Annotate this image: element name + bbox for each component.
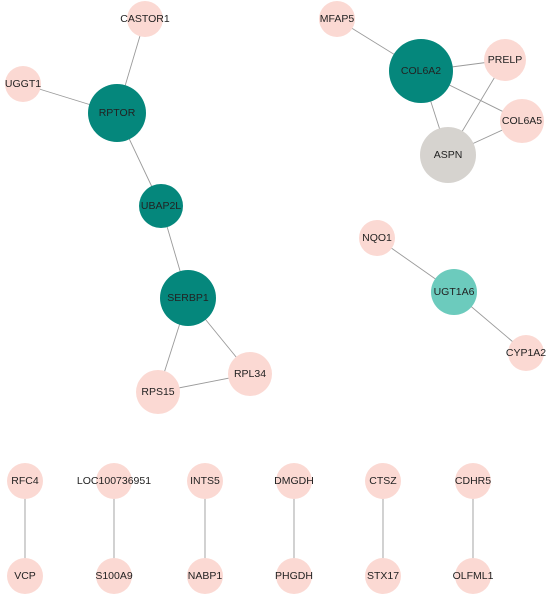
node-label-ubap2l: UBAP2L <box>141 200 181 212</box>
node-prelp[interactable]: PRELP <box>484 39 526 81</box>
node-label-nqo1: NQO1 <box>362 232 392 244</box>
node-rps15[interactable]: RPS15 <box>136 370 180 414</box>
node-rpl34[interactable]: RPL34 <box>228 352 272 396</box>
node-label-rfc4: RFC4 <box>11 475 39 487</box>
node-label-castor1: CASTOR1 <box>120 13 170 25</box>
node-circle-rfc4 <box>7 463 43 499</box>
node-circle-cyp1a2 <box>508 335 544 371</box>
node-cdhr5[interactable]: CDHR5 <box>455 463 491 499</box>
node-circle-phgdh <box>276 558 312 594</box>
node-label-uggt1: UGGT1 <box>5 78 41 90</box>
node-circle-prelp <box>484 39 526 81</box>
node-circle-ctsz <box>365 463 401 499</box>
node-loc100736951[interactable]: LOC100736951 <box>77 463 151 499</box>
node-ints5[interactable]: INTS5 <box>187 463 223 499</box>
node-circle-nabp1 <box>187 558 223 594</box>
node-circle-cdhr5 <box>455 463 491 499</box>
node-castor1[interactable]: CASTOR1 <box>120 1 170 37</box>
node-ctsz[interactable]: CTSZ <box>365 463 401 499</box>
node-circle-loc100736951 <box>96 463 132 499</box>
node-label-stx17: STX17 <box>367 570 399 582</box>
node-circle-col6a5 <box>500 99 544 143</box>
node-circle-ubap2l <box>139 184 183 228</box>
node-rfc4[interactable]: RFC4 <box>7 463 43 499</box>
node-circle-rps15 <box>136 370 180 414</box>
node-label-s100a9: S100A9 <box>95 570 133 582</box>
node-dmgdh[interactable]: DMGDH <box>274 463 314 499</box>
node-uggt1[interactable]: UGGT1 <box>5 66 41 102</box>
node-circle-castor1 <box>127 1 163 37</box>
node-ugt1a6[interactable]: UGT1A6 <box>431 269 477 315</box>
node-stx17[interactable]: STX17 <box>365 558 401 594</box>
node-label-vcp: VCP <box>14 570 36 582</box>
node-label-rps15: RPS15 <box>141 386 174 398</box>
node-label-ctsz: CTSZ <box>369 475 397 487</box>
node-label-serbp1: SERBP1 <box>167 292 209 304</box>
node-label-cyp1a2: CYP1A2 <box>506 347 546 359</box>
node-circle-serbp1 <box>160 270 216 326</box>
node-circle-nqo1 <box>359 220 395 256</box>
node-circle-stx17 <box>365 558 401 594</box>
node-ubap2l[interactable]: UBAP2L <box>139 184 183 228</box>
node-label-ugt1a6: UGT1A6 <box>434 286 475 298</box>
node-label-rptor: RPTOR <box>99 107 136 119</box>
node-circle-mfap5 <box>319 1 355 37</box>
node-vcp[interactable]: VCP <box>7 558 43 594</box>
node-circle-dmgdh <box>276 463 312 499</box>
node-circle-uggt1 <box>5 66 41 102</box>
node-label-rpl34: RPL34 <box>234 368 266 380</box>
node-circle-rptor <box>88 84 146 142</box>
node-label-dmgdh: DMGDH <box>274 475 314 487</box>
node-col6a2[interactable]: COL6A2 <box>389 39 453 103</box>
node-label-prelp: PRELP <box>488 54 522 66</box>
node-circle-aspn <box>420 127 476 183</box>
node-label-nabp1: NABP1 <box>188 570 223 582</box>
node-label-loc100736951: LOC100736951 <box>77 475 151 487</box>
node-col6a5[interactable]: COL6A5 <box>500 99 544 143</box>
node-circle-s100a9 <box>96 558 132 594</box>
node-label-col6a2: COL6A2 <box>401 65 441 77</box>
node-label-phgdh: PHGDH <box>275 570 313 582</box>
node-phgdh[interactable]: PHGDH <box>275 558 313 594</box>
node-rptor[interactable]: RPTOR <box>88 84 146 142</box>
node-label-mfap5: MFAP5 <box>320 13 355 25</box>
node-label-aspn: ASPN <box>434 149 463 161</box>
node-circle-ints5 <box>187 463 223 499</box>
node-olfml1[interactable]: OLFML1 <box>453 558 494 594</box>
node-label-cdhr5: CDHR5 <box>455 475 491 487</box>
node-circle-ugt1a6 <box>431 269 477 315</box>
node-mfap5[interactable]: MFAP5 <box>319 1 355 37</box>
node-circle-col6a2 <box>389 39 453 103</box>
node-s100a9[interactable]: S100A9 <box>95 558 133 594</box>
node-circle-rpl34 <box>228 352 272 396</box>
node-label-olfml1: OLFML1 <box>453 570 494 582</box>
node-nqo1[interactable]: NQO1 <box>359 220 395 256</box>
node-serbp1[interactable]: SERBP1 <box>160 270 216 326</box>
node-circle-olfml1 <box>455 558 491 594</box>
node-aspn[interactable]: ASPN <box>420 127 476 183</box>
node-nabp1[interactable]: NABP1 <box>187 558 223 594</box>
node-label-ints5: INTS5 <box>190 475 220 487</box>
node-label-col6a5: COL6A5 <box>502 115 542 127</box>
node-circle-vcp <box>7 558 43 594</box>
node-cyp1a2[interactable]: CYP1A2 <box>506 335 546 371</box>
